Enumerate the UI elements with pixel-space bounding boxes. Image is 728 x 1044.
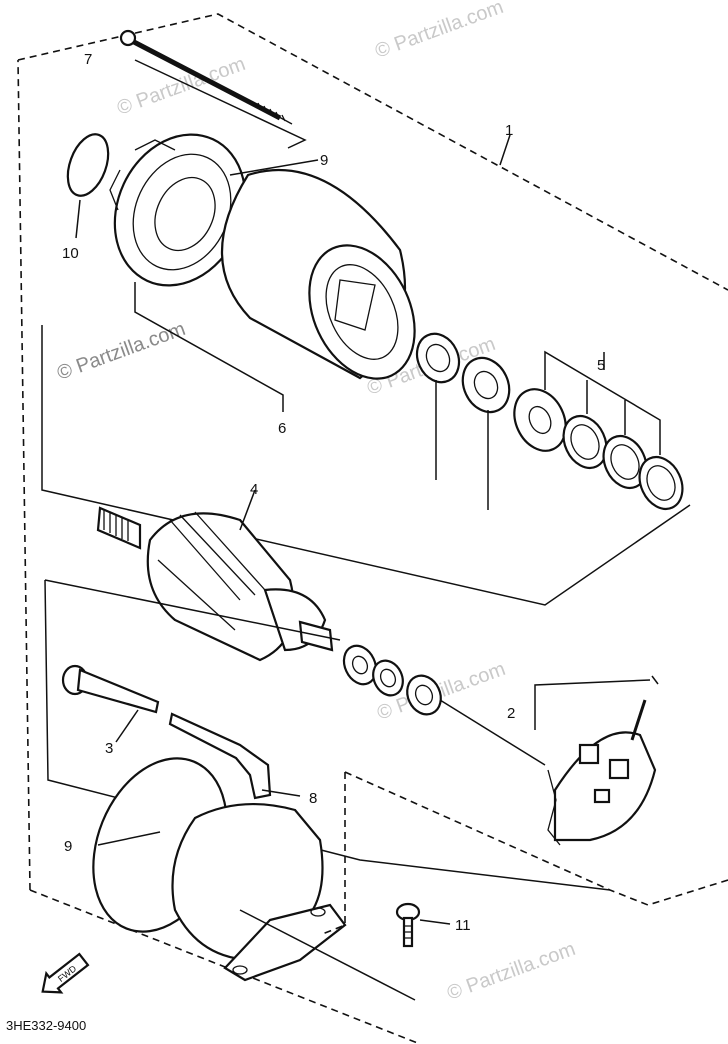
part-armature	[96, 489, 334, 662]
watermark: © Partzilla.com	[372, 0, 506, 63]
callout-9-lower: 9	[64, 838, 72, 855]
part-elbow-tube	[61, 664, 160, 743]
leader-line	[239, 909, 416, 1001]
callout-6: 6	[278, 420, 286, 437]
callout-7: 7	[84, 51, 92, 68]
callout-9-upper: 9	[320, 152, 328, 169]
sub-assembly-boundary	[319, 771, 611, 936]
part-rear-cover	[171, 803, 347, 982]
leader-line	[499, 134, 511, 166]
callout-8: 8	[309, 790, 317, 807]
group-bracket	[41, 325, 691, 606]
callout-5: 5	[597, 357, 605, 374]
part-bolt	[395, 902, 451, 948]
part-oil-seal	[461, 356, 511, 510]
part-yoke-housing	[134, 168, 416, 412]
watermark: © Partzilla.com	[114, 53, 248, 120]
callout-10: 10	[62, 245, 79, 262]
part-hose	[168, 712, 301, 800]
callout-4: 4	[250, 481, 258, 498]
watermark: © Partzilla.com	[444, 938, 578, 1005]
part-shaft-washers	[342, 644, 546, 766]
part-brush-holder	[534, 675, 659, 846]
part-through-bolt	[119, 29, 307, 149]
callout-1: 1	[505, 122, 513, 139]
part-washers	[513, 350, 684, 510]
callout-3: 3	[105, 740, 113, 757]
part-bearing	[415, 332, 461, 480]
callout-2: 2	[507, 705, 515, 722]
callout-11: 11	[455, 917, 471, 934]
assembly-boundary	[17, 13, 728, 1044]
forward-arrow: FWD	[41, 952, 90, 994]
diagram-code: 3HE332-9400	[6, 1018, 86, 1033]
part-o-ring	[66, 133, 110, 239]
watermark: © Partzilla.com	[54, 318, 188, 385]
